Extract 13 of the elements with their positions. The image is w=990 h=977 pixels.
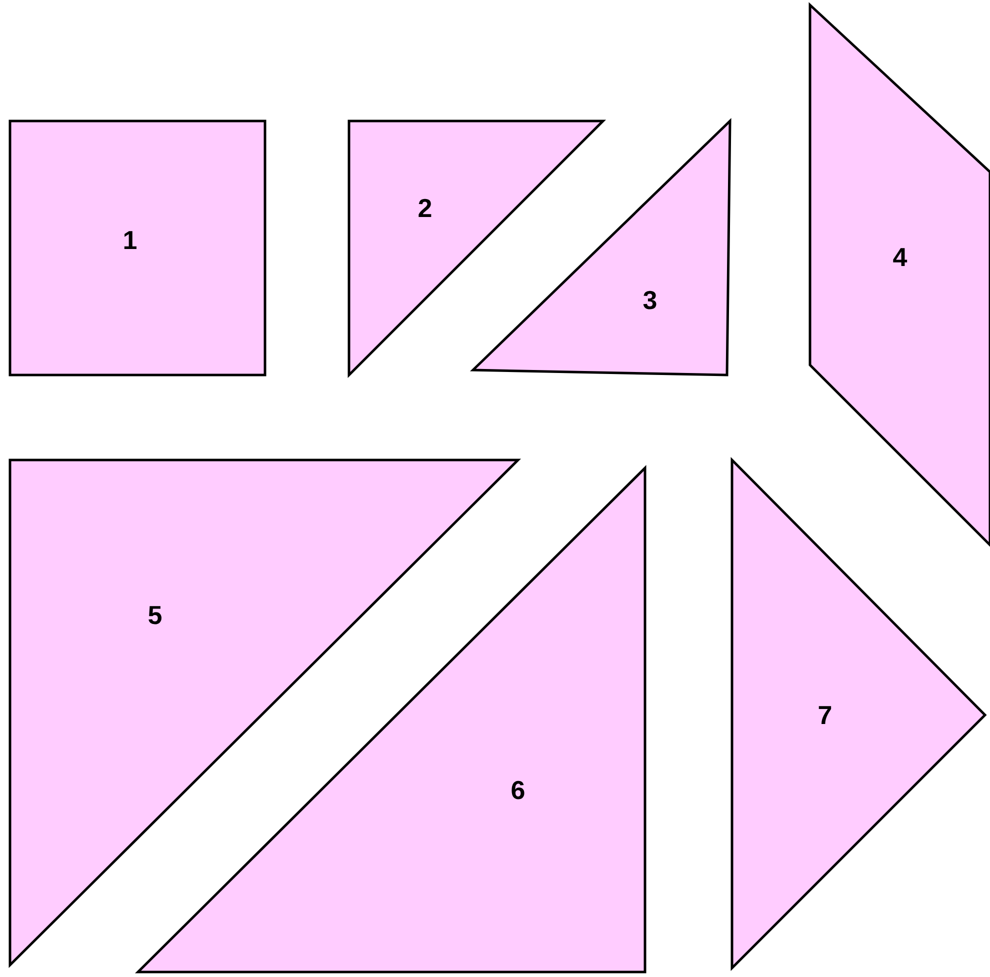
piece-number: 6 <box>510 777 526 803</box>
piece-number: 4 <box>892 244 908 270</box>
parallelogram-piece <box>810 5 990 545</box>
square-piece <box>10 121 265 375</box>
piece-number: 5 <box>148 602 162 628</box>
piece-number: 2 <box>418 195 432 221</box>
triangle-piece <box>732 460 985 968</box>
piece-number: 1 <box>122 227 138 253</box>
triangle-piece <box>138 468 645 972</box>
piece-number: 7 <box>818 702 832 728</box>
piece-number: 3 <box>642 287 658 313</box>
triangle-piece <box>349 121 603 375</box>
triangle-piece <box>473 121 730 375</box>
